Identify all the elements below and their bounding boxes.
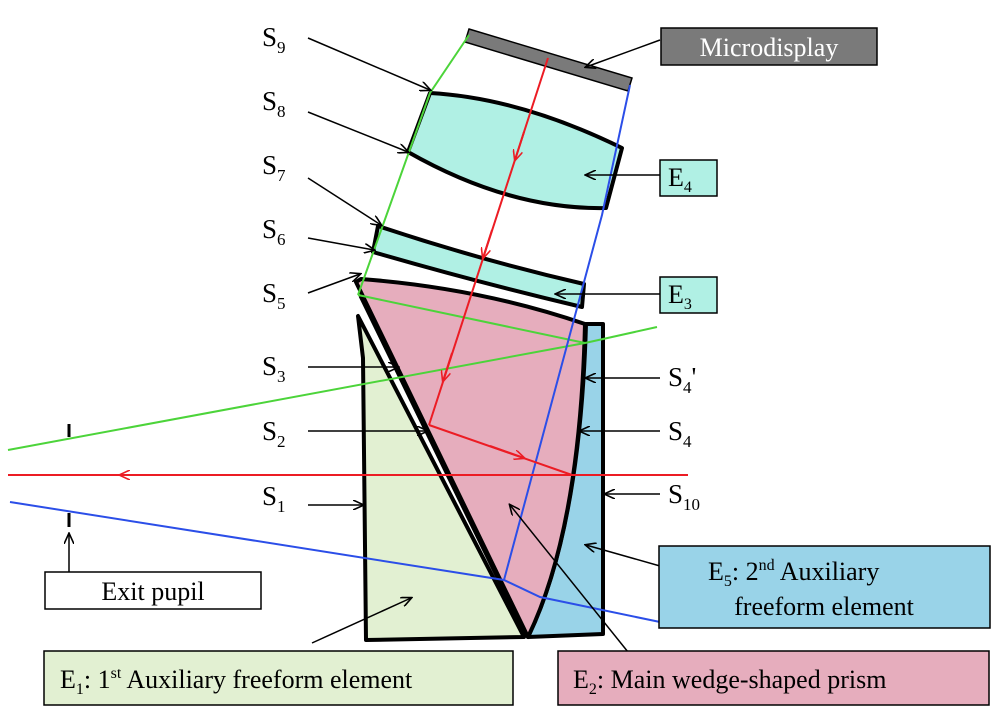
e1-element (356, 314, 526, 642)
blue-ray (9, 501, 661, 623)
e4-lens (406, 91, 624, 211)
label-s2: S2 (262, 416, 286, 451)
e3-callout: E3 (659, 276, 718, 314)
e3-label: E3 (668, 280, 692, 313)
label-s3: S3 (262, 351, 286, 386)
s9-leader (307, 37, 430, 90)
microdisplay-callout: Microdisplay (660, 27, 878, 66)
s2-s3-surface (358, 295, 528, 638)
s7-leader (307, 177, 381, 225)
e2-prism (354, 277, 587, 639)
e5-label-line1: E5: 2nd Auxiliary (708, 557, 879, 590)
e5-callout: E5: 2nd Auxiliary freeform element (658, 545, 991, 629)
e5-leader (586, 545, 661, 567)
s6-leader (307, 237, 374, 250)
label-s8: S8 (262, 86, 286, 121)
microdisplay-label: Microdisplay (700, 33, 839, 62)
green-ray-upper (357, 34, 470, 296)
exit-pupil-label: Exit pupil (101, 577, 204, 606)
green-ray-inner (357, 294, 586, 344)
red-ray-arrow-3 (443, 352, 453, 381)
e1-leader (311, 598, 411, 644)
label-s4: S4 (668, 416, 692, 451)
e4-callout: E4 (659, 159, 718, 197)
label-s1: S1 (262, 481, 286, 516)
label-s9: S9 (262, 22, 286, 57)
red-ray-bounce-arrow (489, 445, 524, 458)
e4-label: E4 (668, 163, 692, 196)
label-s6: S6 (262, 214, 286, 249)
e3-lens (371, 224, 586, 309)
e2-label: E2: Main wedge-shaped prism (573, 665, 886, 698)
e5-label-line2: freeform element (734, 592, 915, 621)
exit-pupil-callout: Exit pupil (44, 571, 262, 610)
e1-callout: E1: 1st Auxiliary freeform element (43, 650, 514, 706)
label-s10: S10 (668, 479, 700, 514)
blue-ray-upper (503, 84, 631, 581)
e2-leader (510, 505, 629, 653)
s5-leader (307, 274, 360, 294)
s8-leader (307, 111, 408, 152)
e2-callout: E2: Main wedge-shaped prism (557, 650, 990, 706)
label-s7: S7 (262, 150, 286, 185)
red-ray-arrow-1 (515, 131, 525, 160)
microdisplay-leader (586, 39, 661, 67)
label-s4-prime: S4' (668, 362, 696, 397)
label-s5: S5 (262, 278, 286, 313)
red-ray-arrow-2 (483, 229, 493, 258)
e1-label: E1: 1st Auxiliary freeform element (60, 665, 413, 698)
